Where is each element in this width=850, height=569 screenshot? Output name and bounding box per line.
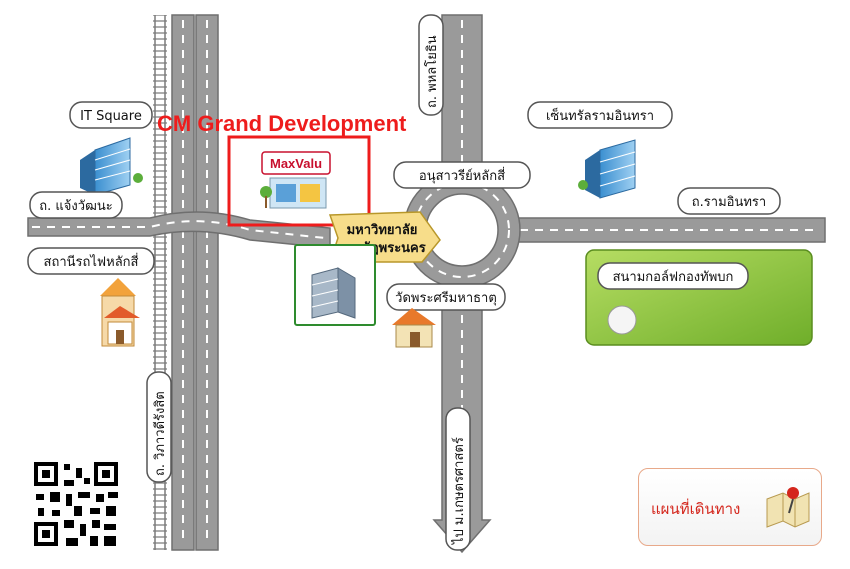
map-pin-icon	[766, 487, 810, 528]
label-golf-course: สนามกอล์ฟกองทัพบก	[597, 262, 749, 290]
ramintra-road	[514, 217, 826, 243]
svg-text:อนุสาวรีย์หลักสี่: อนุสาวรีย์หลักสี่	[419, 167, 505, 184]
svg-text:ถ. วิภาวดีรังสิต: ถ. วิภาวดีรังสิต	[152, 391, 168, 476]
svg-text:ถ. พหลโยธิน: ถ. พหลโยธิน	[424, 35, 440, 108]
university-building-icon	[294, 244, 376, 326]
label-central-ramintra: เซ็นทรัลรามอินทรา	[527, 101, 673, 129]
svg-text:ถ. แจ้งวัฒนะ: ถ. แจ้งวัฒนะ	[39, 199, 112, 214]
svg-text:ถ.รามอินทรา: ถ.รามอินทรา	[692, 195, 766, 210]
maxvalu-logo: MaxValu	[270, 156, 322, 171]
vibhavadi-road	[171, 14, 219, 551]
label-laksi-monument: อนุสาวรีย์หลักสี่	[393, 161, 531, 189]
label-chaeng-watthana-road: ถ. แจ้งวัฒนะ	[29, 191, 123, 219]
svg-text:ไป ม.เกษตรศาสตร์: ไป ม.เกษตรศาสตร์	[451, 437, 467, 545]
project-title: CM Grand Development	[157, 111, 407, 136]
travel-map-label: แผนที่เดินทาง	[651, 500, 741, 518]
train-station-icon	[100, 278, 140, 347]
svg-text:วัดพระศรีมหาธาตุ: วัดพระศรีมหาธาตุ	[395, 290, 497, 306]
university-name-line1: มหาวิทยาลัย	[347, 223, 418, 238]
label-wat-phra-si-mahathat: วัดพระศรีมหาธาตุ	[386, 283, 506, 311]
svg-text:เซ็นทรัลรามอินทรา: เซ็นทรัลรามอินทรา	[546, 106, 654, 124]
svg-text:สถานีรถไฟหลักสี่: สถานีรถไฟหลักสี่	[44, 253, 139, 270]
temple-house-icon	[392, 308, 436, 348]
golf-ball-icon	[607, 305, 637, 335]
phahonyothin-road	[441, 14, 483, 186]
svg-text:สนามกอล์ฟกองทัพบก: สนามกอล์ฟกองทัพบก	[613, 269, 734, 285]
svg-text:IT Square: IT Square	[80, 109, 142, 124]
project-highlight-box	[227, 135, 371, 227]
label-it-square: IT Square	[69, 101, 153, 129]
label-kaset-road: ไป ม.เกษตรศาสตร์	[445, 407, 471, 551]
it-square-building-icon	[80, 137, 143, 196]
label-phahonyothin-road: ถ. พหลโยธิน	[418, 14, 444, 116]
label-laksi-station: สถานีรถไฟหลักสี่	[27, 247, 155, 275]
travel-map-button[interactable]: แผนที่เดินทาง	[638, 468, 822, 546]
qr-code-icon	[32, 460, 120, 548]
label-ramintra-road: ถ.รามอินทรา	[677, 187, 781, 215]
central-ramintra-building-icon	[578, 139, 636, 199]
maxvalu-store-icon: MaxValu	[260, 151, 331, 209]
label-vibhavadi-road: ถ. วิภาวดีรังสิต	[146, 371, 172, 483]
laksi-roundabout	[403, 171, 521, 289]
